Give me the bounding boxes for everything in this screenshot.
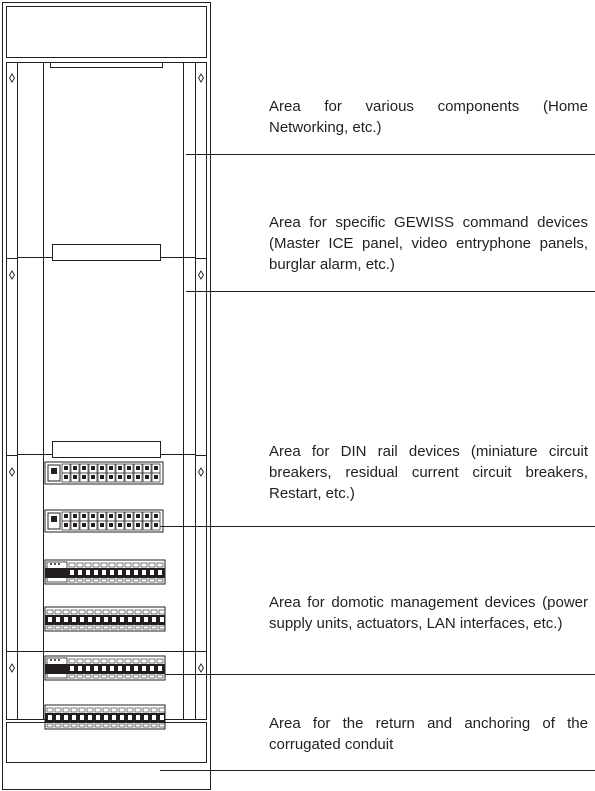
din-breaker-row xyxy=(44,509,164,533)
callout-din-rail-devices: Area for DIN rail devices (miniature cir… xyxy=(269,443,588,502)
rail-diamond-icon xyxy=(197,73,205,83)
rail-diamond-icon xyxy=(8,467,16,477)
din-module-row xyxy=(44,655,166,681)
rail-diamond-icon xyxy=(197,663,205,673)
rail-diamond-icon xyxy=(8,663,16,673)
din-breaker-row xyxy=(44,461,164,485)
section-tab-1 xyxy=(52,244,161,261)
enclosure-outline xyxy=(2,2,211,790)
callout-gewiss-command-devices: Area for specific GEWISS command devic­e… xyxy=(269,214,588,273)
din-module-row xyxy=(44,606,166,632)
din-module-row xyxy=(44,704,166,730)
top-tab xyxy=(50,62,163,68)
rail-diamond-icon xyxy=(197,467,205,477)
section-tab-2 xyxy=(52,441,161,458)
top-box xyxy=(6,6,207,58)
callout-domotic-management-devices: Area for domotic management devices (pow… xyxy=(269,594,588,632)
rail-diamond-icon xyxy=(8,270,16,280)
callout-return-anchoring: Area for the return and anchoring of the… xyxy=(269,715,588,753)
callout-various-components: Area for various components (Home Networ… xyxy=(269,98,588,136)
din-module-row xyxy=(44,559,166,585)
rail-diamond-icon xyxy=(197,270,205,280)
rail-diamond-icon xyxy=(8,73,16,83)
